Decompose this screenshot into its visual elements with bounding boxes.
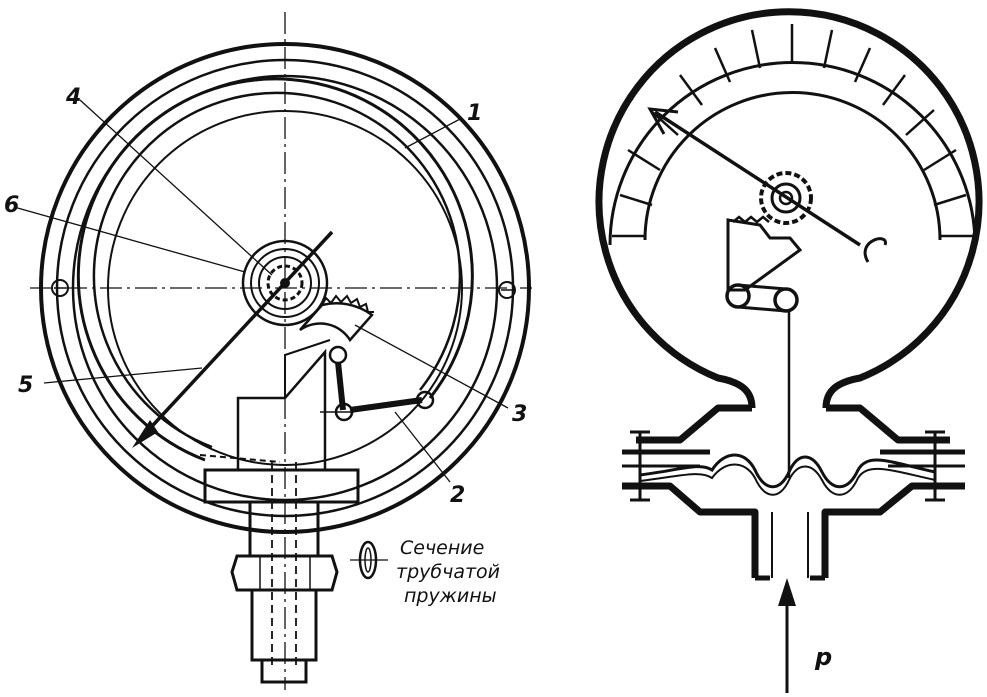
corrugated-diaphragm [639,453,936,489]
pointer-arrowhead [132,420,158,448]
mounting-screw-right [498,281,516,299]
tube-cross-section-icon [350,540,388,580]
label-part-1: 1 [467,101,482,126]
leader-4 [79,99,273,276]
label-part-3: 3 [512,402,527,427]
diaphragm-gauge: p [595,8,983,693]
pointer-needle [140,230,334,439]
socket-bore [271,462,297,670]
hairspring-mid [250,248,320,318]
pointer-tail-hook [863,237,887,263]
leader-5 [43,367,203,384]
hairspring-inner [258,256,312,310]
leader-6 [13,206,246,273]
link-pivot-top [328,345,348,365]
scale-band-outer [608,61,977,246]
pinion-ring-right [770,182,802,214]
leader-3 [354,324,509,409]
toothed-sector [299,302,374,343]
link-roller-right [773,287,799,313]
pinion-gear [266,264,304,302]
pressure-arrowhead [778,578,796,606]
socket-flange [203,468,360,504]
socket-stem [248,502,320,556]
pressure-label: p [814,643,832,671]
bourdon-gauge: 1 2 3 4 5 6 Сечение трубчатой пружины [4,12,532,690]
lower-chamber-wall [622,482,965,578]
connecting-rod-horizontal [349,397,423,413]
threaded-nipple [250,588,318,662]
connecting-rod-vertical [335,361,346,411]
hex-nut [230,554,339,592]
scale-ticks [612,24,974,238]
nipple-end [260,658,308,684]
caption-line-1: Сечение [400,537,484,559]
pinion-axle-right [778,190,794,206]
label-part-5: 5 [18,373,33,398]
bourdon-tube-outer [76,77,474,462]
bourdon-tube-inner [92,91,462,449]
label-part-2: 2 [450,483,465,508]
link-pivot-tube-end [415,390,435,410]
upper-chamber-wall [636,404,950,444]
pointer-needle-right [654,110,861,247]
sector-teeth [321,294,374,313]
scale-band-inner [643,91,942,241]
leader-2 [394,411,451,483]
pinion-gear-right [759,171,813,225]
label-part-6: 6 [4,193,19,218]
leader-1 [404,117,463,149]
pointer-arrowhead-right [647,107,679,135]
housing-outline [595,8,983,409]
link-roller-left [725,283,751,309]
bourdon-tube-base-hatch [199,454,281,463]
hairspring-outer [241,239,329,327]
caption-line-2: трубчатой [396,561,500,583]
label-part-4: 4 [65,85,81,110]
socket-holder [236,348,327,470]
toothed-sector-right [726,218,803,292]
caption-line-3: пружины [404,585,497,607]
holder-support-arm [284,339,331,398]
mounting-screw-left [51,279,69,297]
